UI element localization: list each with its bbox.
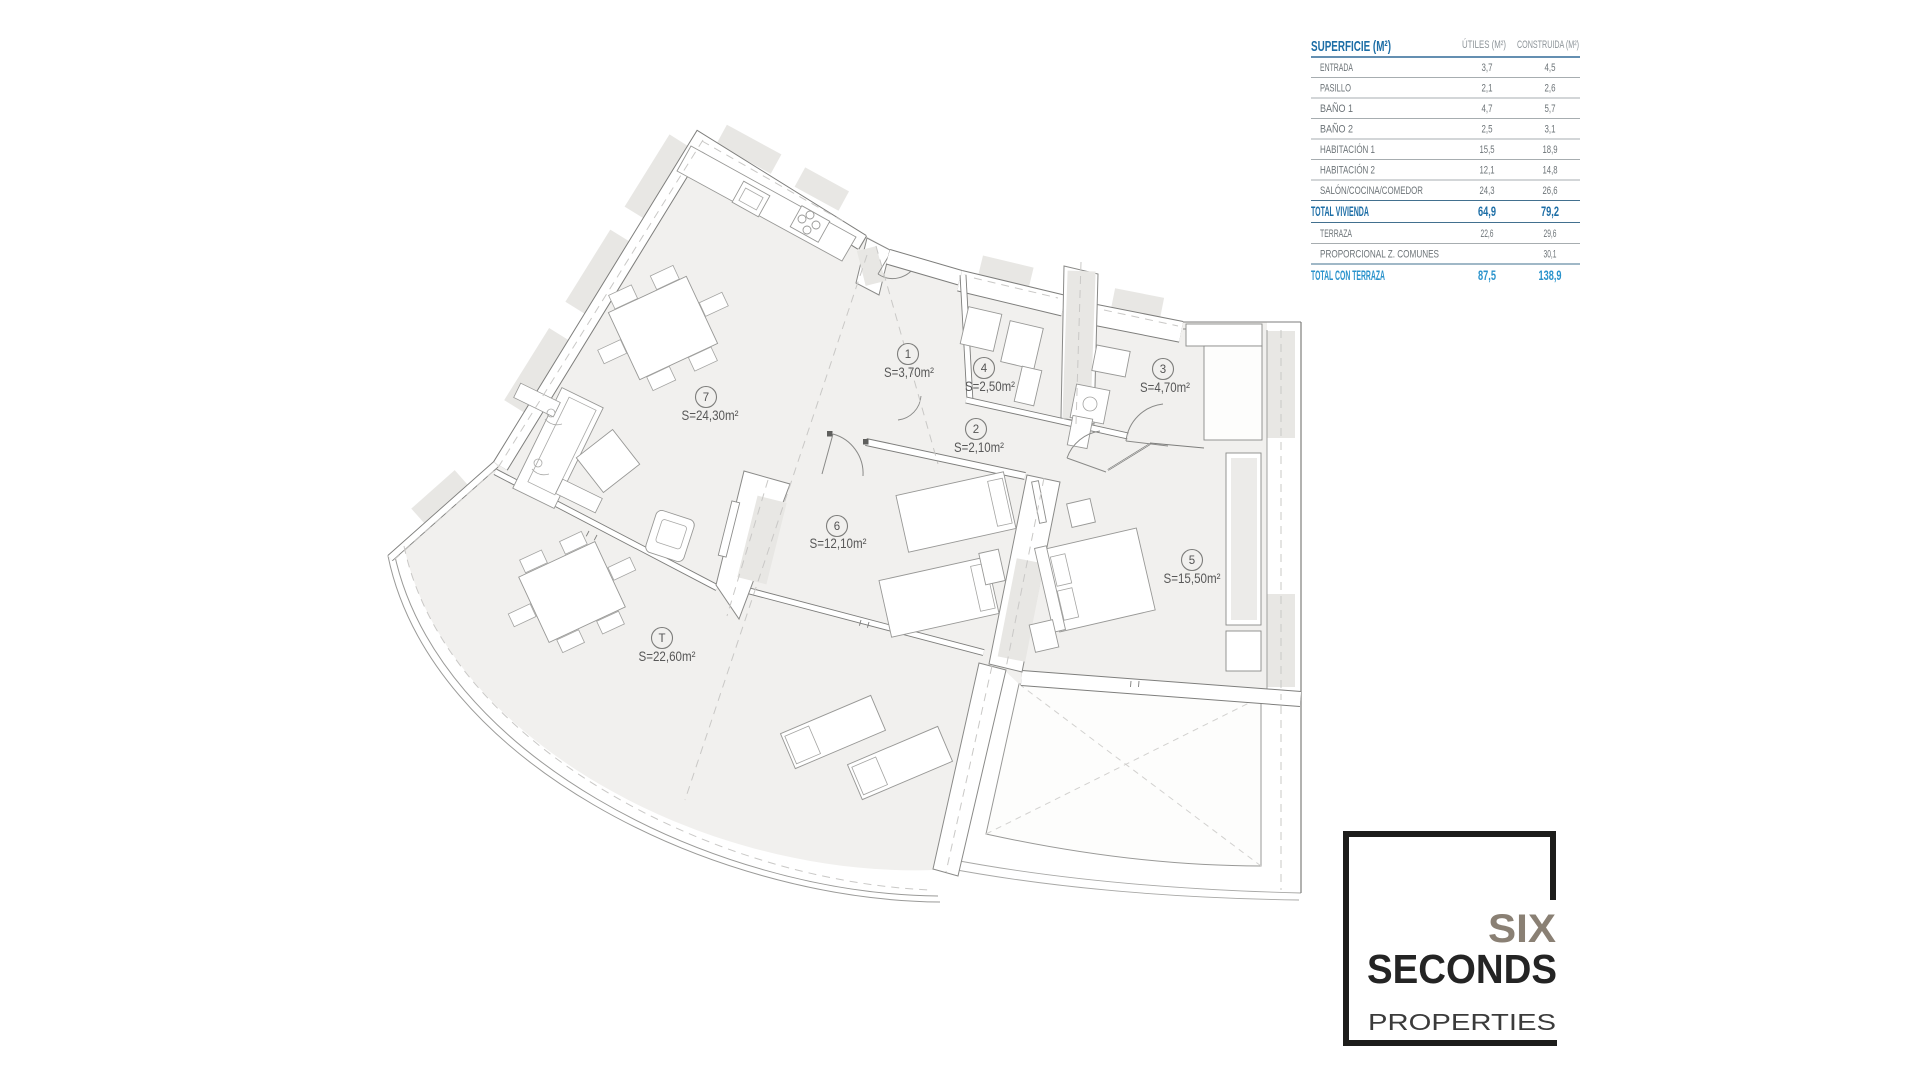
svg-text:CONSTRUIDA (M²): CONSTRUIDA (M²) [1517, 39, 1579, 51]
svg-text:5,7: 5,7 [1545, 103, 1556, 115]
svg-text:BAÑO 2: BAÑO 2 [1320, 123, 1353, 136]
svg-text:15,5: 15,5 [1480, 144, 1495, 156]
svg-text:2: 2 [973, 424, 979, 436]
svg-text:T: T [658, 633, 665, 645]
svg-text:2,6: 2,6 [1545, 83, 1556, 95]
svg-text:3,7: 3,7 [1482, 62, 1493, 74]
svg-text:5: 5 [1189, 555, 1195, 567]
svg-text:1: 1 [905, 349, 911, 361]
svg-text:PROPERTIES: PROPERTIES [1368, 1009, 1556, 1035]
svg-text:S=24,30m²: S=24,30m² [682, 408, 739, 423]
svg-text:SECONDS: SECONDS [1367, 946, 1557, 992]
svg-text:29,6: 29,6 [1544, 228, 1557, 240]
svg-text:TOTAL CON TERRAZA: TOTAL CON TERRAZA [1311, 268, 1385, 283]
svg-text:79,2: 79,2 [1541, 204, 1559, 219]
svg-text:6: 6 [834, 521, 840, 533]
svg-text:SUPERFICIE (M²): SUPERFICIE (M²) [1311, 38, 1391, 55]
svg-text:BAÑO 1: BAÑO 1 [1320, 102, 1353, 115]
svg-text:S=15,50m²: S=15,50m² [1164, 571, 1221, 586]
svg-text:S=12,10m²: S=12,10m² [810, 536, 867, 551]
svg-text:ENTRADA: ENTRADA [1320, 62, 1354, 74]
svg-text:24,3: 24,3 [1480, 185, 1495, 197]
svg-text:14,8: 14,8 [1543, 165, 1558, 177]
svg-text:S=2,10m²: S=2,10m² [954, 440, 1004, 455]
svg-text:S=2,50m²: S=2,50m² [965, 379, 1015, 394]
svg-text:ÚTILES (M²): ÚTILES (M²) [1462, 38, 1506, 51]
svg-text:4: 4 [981, 363, 988, 375]
svg-text:2,5: 2,5 [1482, 124, 1493, 136]
svg-text:30,1: 30,1 [1544, 248, 1557, 260]
svg-text:7: 7 [703, 392, 709, 404]
svg-text:PASILLO: PASILLO [1320, 83, 1351, 95]
svg-text:SALÓN/COCINA/COMEDOR: SALÓN/COCINA/COMEDOR [1320, 184, 1423, 197]
svg-text:4,5: 4,5 [1545, 62, 1556, 74]
svg-text:138,9: 138,9 [1539, 268, 1562, 283]
svg-text:SIX: SIX [1488, 907, 1556, 951]
svg-text:22,6: 22,6 [1481, 228, 1494, 240]
svg-text:S=3,70m²: S=3,70m² [884, 365, 934, 380]
svg-text:18,9: 18,9 [1543, 144, 1558, 156]
svg-text:2,1: 2,1 [1482, 83, 1493, 95]
svg-text:3: 3 [1160, 364, 1166, 376]
svg-text:S=22,60m²: S=22,60m² [639, 649, 696, 664]
svg-text:TOTAL VIVIENDA: TOTAL VIVIENDA [1311, 204, 1369, 219]
svg-text:TERRAZA: TERRAZA [1320, 228, 1353, 240]
svg-text:87,5: 87,5 [1478, 268, 1496, 283]
svg-text:S=4,70m²: S=4,70m² [1140, 380, 1190, 395]
svg-text:3,1: 3,1 [1545, 124, 1556, 136]
svg-text:HABITACIÓN 1: HABITACIÓN 1 [1320, 143, 1375, 156]
svg-text:26,6: 26,6 [1543, 185, 1558, 197]
svg-text:12,1: 12,1 [1480, 165, 1495, 177]
svg-text:PROPORCIONAL Z. COMUNES: PROPORCIONAL Z. COMUNES [1320, 248, 1439, 260]
svg-text:4,7: 4,7 [1482, 103, 1493, 115]
svg-text:64,9: 64,9 [1478, 204, 1496, 219]
svg-text:HABITACIÓN 2: HABITACIÓN 2 [1320, 164, 1375, 177]
